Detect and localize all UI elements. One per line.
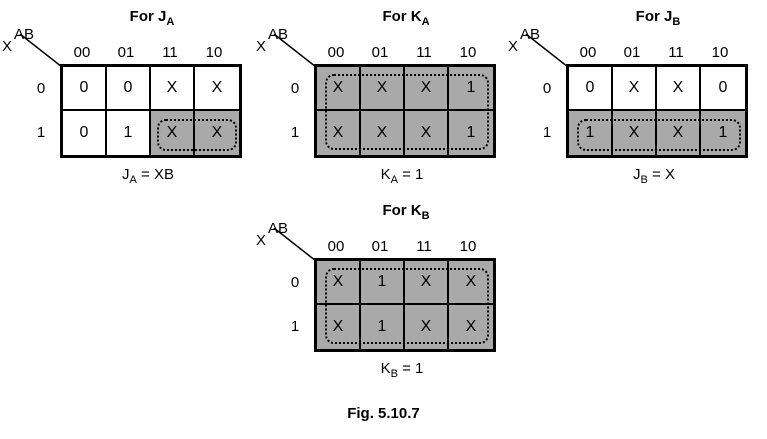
group-loop bbox=[157, 119, 237, 151]
corner-diagonal bbox=[273, 228, 317, 262]
kmap-equation: KA = 1 bbox=[380, 166, 424, 186]
col-header: 11 bbox=[416, 44, 432, 61]
group-loop bbox=[325, 268, 489, 344]
row-header: 1 bbox=[36, 124, 46, 141]
kmap-title: For KB bbox=[382, 202, 430, 222]
col-header: 00 bbox=[579, 44, 597, 61]
corner-diagonal bbox=[19, 34, 63, 68]
kmap-title: For JB bbox=[635, 8, 681, 28]
kmap-cell: 1 bbox=[361, 261, 405, 305]
col-header: 10 bbox=[459, 238, 477, 255]
kmap-jb: For JB AB X 00 01 11 10 0 1 0 X X 0 1 X … bbox=[508, 8, 748, 208]
kmap-cell: 1 bbox=[361, 305, 405, 349]
kmap-title: For JA bbox=[129, 8, 175, 28]
kmap-cell: X bbox=[405, 261, 449, 305]
corner-label-x: X bbox=[508, 38, 519, 55]
kmap-cell: X bbox=[211, 124, 223, 141]
col-header: 11 bbox=[162, 44, 178, 61]
kmap-ja: For JA AB X 00 01 11 10 0 1 0 0 X X 0 1 … bbox=[2, 8, 242, 208]
col-header: 01 bbox=[623, 44, 641, 61]
kmap-cell: X bbox=[613, 111, 657, 155]
col-header: 00 bbox=[73, 44, 91, 61]
kmap-title: For KA bbox=[382, 8, 430, 28]
kmap-cell: 0 bbox=[63, 111, 107, 155]
kmap-cell: X bbox=[405, 305, 449, 349]
kmap-cell: 1 bbox=[466, 124, 476, 141]
kmap-cell: X bbox=[465, 318, 477, 335]
kmap-cell: X bbox=[657, 111, 701, 155]
row-header: 1 bbox=[290, 124, 300, 141]
kmap-cell: X bbox=[317, 261, 361, 305]
kmap-cell: 1 bbox=[569, 111, 613, 155]
kmap-cell: 1 bbox=[718, 124, 728, 141]
kmap-cell: X bbox=[151, 111, 195, 155]
corner-label-x: X bbox=[256, 38, 267, 55]
kmap-cell: X bbox=[151, 67, 195, 111]
kmap-grid: 0 0 X X 0 1 X X bbox=[60, 64, 242, 158]
col-header: 10 bbox=[711, 44, 729, 61]
kmap-grid: X X X 1 X X X 1 bbox=[314, 64, 496, 158]
group-loop bbox=[577, 119, 741, 151]
kmap-cell: 0 bbox=[701, 67, 745, 111]
row-header: 0 bbox=[290, 274, 300, 291]
kmap-cell: 0 bbox=[63, 67, 107, 111]
corner-label-ab: AB bbox=[14, 26, 35, 43]
kmap-equation: JA = XB bbox=[122, 166, 174, 186]
row-header: 1 bbox=[542, 124, 552, 141]
kmap-cell: 1 bbox=[107, 111, 151, 155]
col-header: 01 bbox=[371, 238, 389, 255]
row-header: 0 bbox=[36, 80, 46, 97]
kmap-kb: For KB AB X 00 01 11 10 0 1 X 1 X X X 1 … bbox=[256, 202, 496, 402]
col-header: 11 bbox=[668, 44, 684, 61]
kmap-equation: KB = 1 bbox=[380, 360, 424, 380]
kmap-cell: 0 bbox=[107, 67, 151, 111]
kmap-cell: X bbox=[361, 111, 405, 155]
corner-label-ab: AB bbox=[520, 26, 541, 43]
kmap-cell: X bbox=[317, 111, 361, 155]
row-header: 1 bbox=[290, 318, 300, 335]
kmap-cell: X bbox=[317, 305, 361, 349]
kmap-cell: X bbox=[361, 67, 405, 111]
col-header: 01 bbox=[117, 44, 135, 61]
kmap-ka: For KA AB X 00 01 11 10 0 1 X X X 1 X X … bbox=[256, 8, 496, 208]
kmap-cell: X bbox=[405, 111, 449, 155]
kmap-cell: X bbox=[449, 261, 493, 305]
kmap-cell: 1 bbox=[449, 67, 493, 111]
kmap-cell: 0 bbox=[569, 67, 613, 111]
corner-diagonal bbox=[273, 34, 317, 68]
col-header: 00 bbox=[327, 238, 345, 255]
corner-diagonal bbox=[525, 34, 569, 68]
kmap-cell: X bbox=[317, 67, 361, 111]
corner-label-ab: AB bbox=[268, 220, 289, 237]
kmap-cell: X bbox=[613, 67, 657, 111]
col-header: 11 bbox=[416, 238, 432, 255]
kmap-cell: X bbox=[657, 67, 701, 111]
group-shade bbox=[317, 67, 493, 155]
kmap-cell: X bbox=[195, 67, 239, 111]
kmap-grid: X 1 X X X 1 X X bbox=[314, 258, 496, 352]
group-shade bbox=[317, 261, 493, 349]
col-header: 01 bbox=[371, 44, 389, 61]
row-header: 0 bbox=[290, 80, 300, 97]
group-shade bbox=[569, 111, 745, 155]
kmap-grid: 0 X X 0 1 X X 1 bbox=[566, 64, 748, 158]
corner-label-ab: AB bbox=[268, 26, 289, 43]
figure-caption: Fig. 5.10.7 bbox=[347, 405, 420, 422]
group-loop bbox=[325, 74, 489, 150]
row-header: 0 bbox=[542, 80, 552, 97]
col-header: 10 bbox=[459, 44, 477, 61]
col-header: 10 bbox=[205, 44, 223, 61]
col-header: 00 bbox=[327, 44, 345, 61]
corner-label-x: X bbox=[256, 232, 267, 249]
kmap-equation: JB = X bbox=[633, 166, 675, 186]
corner-label-x: X bbox=[2, 38, 13, 55]
kmap-cell: X bbox=[405, 67, 449, 111]
